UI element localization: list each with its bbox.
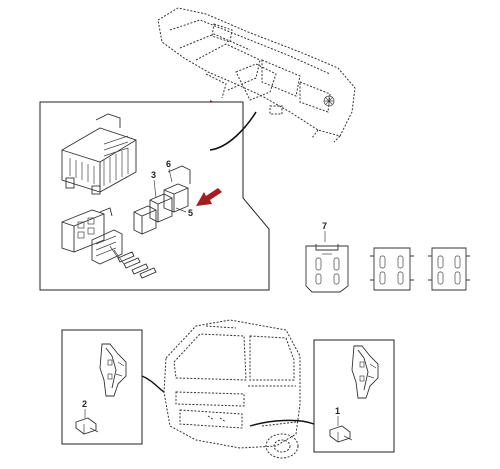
callout-7: 7: [322, 221, 327, 242]
callout-1: 1: [335, 406, 340, 426]
leader-curve: [249, 419, 315, 427]
right-detail-frame: [313, 339, 395, 453]
leader-curve: [141, 375, 165, 393]
bracket-b: [428, 247, 470, 291]
svg-text:6: 6: [166, 159, 171, 169]
connector-housing: [61, 207, 123, 265]
clip-1: [329, 425, 353, 443]
leader-curve: [209, 111, 257, 151]
callout-2: 2: [82, 399, 87, 418]
callout-5: 5: [175, 207, 193, 218]
callout-6: 6: [166, 159, 173, 183]
dashboard-assembly: [157, 7, 356, 143]
detail-frame: [39, 101, 270, 291]
fuse-block: [61, 113, 137, 195]
truck-cab: [163, 319, 301, 449]
bracket-a: [370, 247, 414, 291]
mirror-bracket-right: [351, 345, 379, 399]
truck-wheel: [265, 433, 299, 459]
svg-text:7: 7: [322, 221, 327, 231]
svg-text:1: 1: [335, 406, 340, 416]
clip-2: [75, 417, 99, 435]
svg-text:2: 2: [82, 399, 87, 409]
relay-cluster: [133, 165, 191, 235]
mirror-bracket-left: [99, 343, 127, 397]
bracket-7: [305, 244, 349, 293]
red-arrow-icon: [196, 188, 222, 206]
fan-icon: [323, 95, 335, 107]
terminals: [109, 245, 157, 279]
callout-3: 3: [151, 170, 157, 199]
svg-text:5: 5: [188, 208, 193, 218]
svg-text:3: 3: [151, 170, 156, 180]
